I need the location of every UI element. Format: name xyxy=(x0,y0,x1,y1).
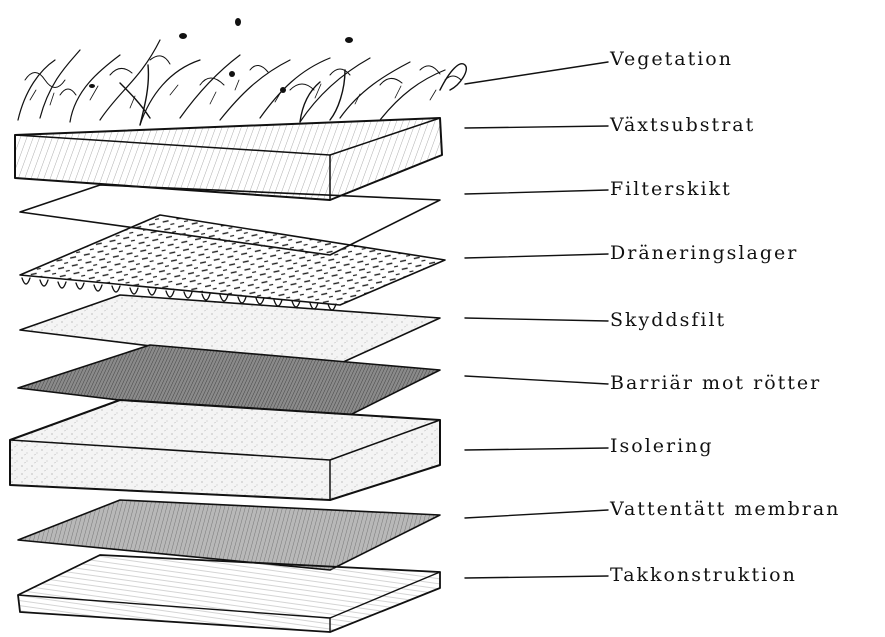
deck-layer xyxy=(18,555,440,632)
leader-line-protection xyxy=(465,318,608,321)
label-membrane: Vattentätt membran xyxy=(610,500,840,519)
membrane-layer xyxy=(18,500,440,570)
leader-lines xyxy=(465,62,608,578)
label-filter: Filterskikt xyxy=(610,180,732,199)
vegetation-layer xyxy=(18,18,466,125)
substrate-layer xyxy=(15,118,442,200)
label-vegetation: Vegetation xyxy=(610,50,733,69)
label-drainage: Dräneringslager xyxy=(610,244,798,263)
leader-line-membrane xyxy=(465,510,608,518)
leader-line-deck xyxy=(465,576,608,578)
leader-line-insulation xyxy=(465,448,608,450)
label-insulation: Isolering xyxy=(610,437,714,456)
leader-line-root-barrier xyxy=(465,376,608,384)
leader-line-substrate xyxy=(465,126,608,128)
label-root-barrier: Barriär mot rötter xyxy=(610,374,821,393)
leader-line-filter xyxy=(465,190,608,194)
label-protection: Skyddsfilt xyxy=(610,311,726,330)
label-deck: Takkonstruktion xyxy=(610,566,797,585)
insulation-layer xyxy=(10,400,440,500)
leader-line-vegetation xyxy=(465,62,608,84)
label-substrate: Växtsubstrat xyxy=(610,116,755,135)
leader-line-drainage xyxy=(465,254,608,258)
